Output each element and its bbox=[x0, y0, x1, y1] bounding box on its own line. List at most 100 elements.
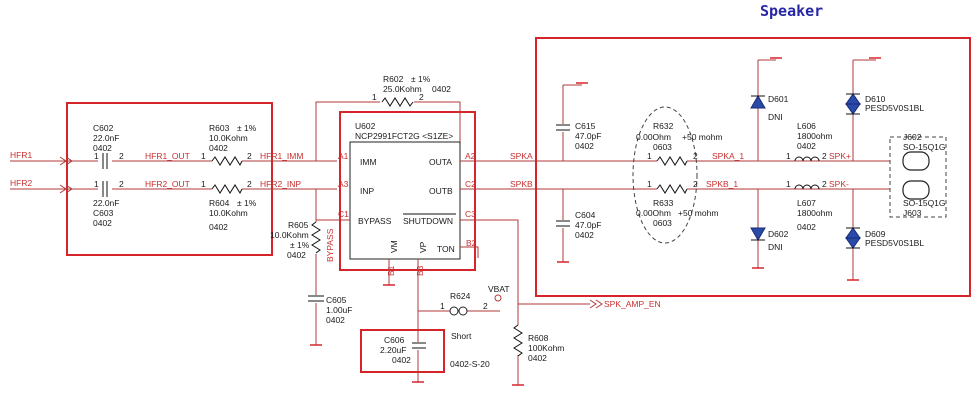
r608-pkg: 0402 bbox=[528, 353, 547, 363]
c602-ref: C602 bbox=[93, 123, 114, 133]
svg-text:2: 2 bbox=[483, 301, 488, 311]
pin-a3: A3 bbox=[338, 179, 349, 189]
d609-tvs-icon bbox=[845, 227, 861, 239]
j602-ref: J602 bbox=[903, 132, 922, 142]
r602-tol: ± 1% bbox=[411, 74, 431, 84]
spk-amp-en-arrow-icon bbox=[589, 299, 603, 309]
amplifier-highlight bbox=[339, 111, 476, 271]
pin-b1: B1 bbox=[386, 265, 396, 276]
svg-text:1: 1 bbox=[94, 179, 99, 189]
d602-note: DNI bbox=[768, 242, 783, 252]
r633-ref: R633 bbox=[653, 198, 674, 208]
c603-value: 22.0nF bbox=[93, 198, 119, 208]
svg-text:1: 1 bbox=[647, 179, 652, 189]
u602-ref: U602 bbox=[355, 121, 376, 131]
r632-ref: R632 bbox=[653, 121, 674, 131]
c602-value: 22.0nF bbox=[93, 133, 119, 143]
j603-pad bbox=[902, 180, 930, 200]
svg-text:1: 1 bbox=[201, 151, 206, 161]
speaker-output-highlight bbox=[535, 37, 971, 297]
hfr1-out-label: HFR1_OUT bbox=[145, 151, 190, 161]
c615-ref: C615 bbox=[575, 121, 596, 131]
spk-amp-en-label: SPK_AMP_EN bbox=[604, 299, 661, 309]
pin-a2: A2 bbox=[465, 151, 476, 161]
j602-pad bbox=[902, 151, 930, 171]
svg-text:2: 2 bbox=[822, 179, 827, 189]
svg-text:1: 1 bbox=[201, 179, 206, 189]
l606-ref: L606 bbox=[797, 121, 816, 131]
schematic-title: Speaker bbox=[760, 2, 823, 20]
bypass-net-label: BYPASS bbox=[325, 228, 335, 262]
c606-ref: C606 bbox=[384, 335, 405, 345]
spk-minus-label: SPK- bbox=[829, 179, 849, 189]
c604-pkg: 0402 bbox=[575, 230, 594, 240]
pin-b2: B2 bbox=[466, 238, 477, 248]
svg-text:2: 2 bbox=[419, 92, 424, 102]
svg-text:1: 1 bbox=[440, 301, 445, 311]
svg-text:1: 1 bbox=[647, 151, 652, 161]
pin-b3: B3 bbox=[415, 265, 425, 276]
u602-pin-vm: VM bbox=[389, 240, 399, 253]
l606-value: 1800ohm bbox=[797, 131, 832, 141]
r632-pkg: 0603 bbox=[653, 142, 672, 152]
c602-pkg: 0402 bbox=[93, 143, 112, 153]
u602-pin-outb: OUTB bbox=[429, 186, 453, 196]
u602-body bbox=[349, 141, 461, 260]
l607-symbol bbox=[794, 184, 820, 190]
hfr2-label: HFR2 bbox=[10, 178, 32, 188]
r603-value: 10.0Kohm bbox=[209, 133, 248, 143]
r608-ref: R608 bbox=[528, 333, 549, 343]
u602-pin-shutdown: SHUTDOWN bbox=[403, 216, 453, 226]
r632-r633-group bbox=[632, 106, 698, 244]
spkb-label: SPKB bbox=[510, 179, 533, 189]
r632-note: +50 mohm bbox=[682, 132, 722, 142]
u602-part: NCP2991FCT2G <S1ZE> bbox=[355, 131, 453, 141]
svg-text:1: 1 bbox=[786, 151, 791, 161]
r605-value: 10.0Kohm bbox=[270, 230, 309, 240]
r604-symbol bbox=[211, 184, 243, 195]
svg-text:2: 2 bbox=[822, 151, 827, 161]
l607-value: 1800ohm bbox=[797, 208, 832, 218]
pin-a1: A1 bbox=[338, 151, 349, 161]
r632-symbol bbox=[656, 156, 688, 167]
speaker-connector-group bbox=[889, 136, 947, 218]
spka-label: SPKA bbox=[510, 151, 533, 161]
svg-text:2: 2 bbox=[693, 179, 698, 189]
r624-label: Short bbox=[451, 331, 472, 341]
hfr1-label: HFR1 bbox=[10, 150, 32, 160]
r603-symbol bbox=[211, 156, 243, 167]
u602-pin-vp: VP bbox=[418, 241, 428, 253]
vbat-label: VBAT bbox=[488, 284, 510, 294]
l606-pkg: 0402 bbox=[797, 141, 816, 151]
r602-symbol bbox=[381, 97, 414, 107]
r605-symbol bbox=[311, 221, 321, 254]
d609-part: PESD5V0S1BL bbox=[865, 238, 924, 248]
r633-note: +50 mohm bbox=[678, 208, 718, 218]
svg-text:2: 2 bbox=[119, 151, 124, 161]
r632-value: 0.00Ohm bbox=[636, 132, 671, 142]
c606-pkg: 0402 bbox=[392, 355, 411, 365]
r604-pkg: 0402 bbox=[209, 222, 228, 232]
spk-plus-label: SPK+ bbox=[829, 151, 851, 161]
d601-ref: D601 bbox=[768, 94, 789, 104]
svg-text:1: 1 bbox=[372, 92, 377, 102]
r605-ref: R605 bbox=[288, 220, 309, 230]
r633-symbol bbox=[656, 184, 688, 195]
pin-c3: C3 bbox=[465, 209, 476, 219]
hfr2-inp-label: HFR2_INP bbox=[260, 179, 301, 189]
d610-part: PESD5V0S1BL bbox=[865, 103, 924, 113]
r603-ref: R603 bbox=[209, 123, 230, 133]
d609-ref: D609 bbox=[865, 229, 886, 239]
c615-pkg: 0402 bbox=[575, 141, 594, 151]
r604-ref: R604 bbox=[209, 198, 230, 208]
u602-pin-outa: OUTA bbox=[429, 157, 452, 167]
r602-value: 25.0Kohm bbox=[383, 84, 422, 94]
c603-ref: C603 bbox=[93, 208, 114, 218]
l606-symbol bbox=[794, 156, 820, 162]
d610-ref: D610 bbox=[865, 94, 886, 104]
u602-pin-imm: IMM bbox=[360, 157, 377, 167]
hfr2-out-label: HFR2_OUT bbox=[145, 179, 190, 189]
j603-part: SO-15Q1G bbox=[903, 198, 946, 208]
svg-text:2: 2 bbox=[247, 179, 252, 189]
hfr2-arrow-icon bbox=[59, 184, 73, 194]
